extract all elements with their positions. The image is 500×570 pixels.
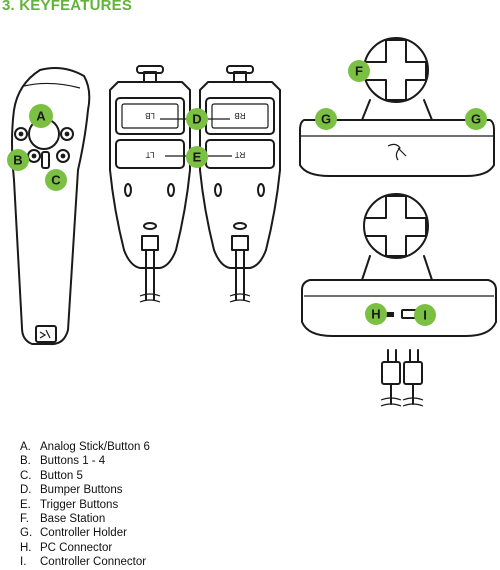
base-station-back-illustration [301,193,497,407]
feature-key: C. [20,469,32,482]
list-item: F. Base Station [20,512,150,526]
feature-list: A.Analog Stick/Button 6 B.Buttons 1 - 4 … [20,440,150,570]
feature-label: Base Station [40,512,106,525]
feature-key: B. [20,455,31,468]
svg-text:RT: RT [235,150,246,159]
feature-label: Buttons 1 - 4 [40,455,106,468]
svg-text:E: E [193,150,202,165]
svg-text:LB: LB [145,111,155,120]
svg-text:I: I [423,308,427,323]
feature-label: Analog Stick/Button 6 [40,441,150,453]
list-item: B. Buttons 1 - 4 [20,454,150,468]
callout-A: A [29,104,53,128]
list-item: A. Analog Stick/Button 6 [20,440,150,454]
feature-label: Button 5 [40,469,83,482]
svg-text:RB: RB [234,111,245,120]
key-features-illustration: LB LT RB RT [7,37,497,407]
callout-G-right: G [465,108,487,130]
list-item: E. Trigger Buttons [20,498,150,512]
callout-B: B [7,149,29,171]
controller-side-illustration-right: RB RT [199,65,281,303]
callout-C: C [45,169,67,191]
feature-label: Bumper Buttons [40,484,123,497]
feature-key: D. [20,484,32,497]
svg-text:H: H [371,307,380,322]
list-item: C. Button 5 [20,469,150,483]
svg-text:F: F [355,64,363,79]
feature-key: G. [20,527,33,540]
feature-key: I. [20,556,27,569]
callout-H: H [365,303,387,325]
callout-E: E [186,146,208,168]
callout-D: D [186,108,208,130]
svg-text:LT: LT [146,150,155,159]
feature-key: F. [20,512,29,525]
list-item: H. PC Connector [20,541,150,555]
callout-F: F [348,60,370,82]
section-heading: 3. KEYFEATURES [2,0,133,14]
controller-side-illustration-left: LB LT [109,65,191,303]
feature-key: H. [20,541,32,554]
svg-text:D: D [192,112,201,127]
feature-label: Controller Connector [40,556,147,569]
callout-G-left: G [315,108,337,130]
list-item: I. Controller Connector [20,555,150,569]
feature-label: PC Connector [40,541,113,554]
svg-text:G: G [471,112,481,127]
list-item: G. Controller Holder [20,526,150,540]
feature-key: A. [20,441,31,453]
svg-text:C: C [51,173,61,188]
callout-I: I [414,304,436,326]
list-item: D. Bumper Buttons [20,483,150,497]
feature-label: Controller Holder [40,527,127,540]
svg-text:G: G [321,112,331,127]
base-station-top-illustration [299,37,495,177]
svg-text:A: A [36,109,46,124]
feature-key: E. [20,498,31,511]
feature-label: Trigger Buttons [40,498,119,511]
svg-text:B: B [13,153,22,168]
